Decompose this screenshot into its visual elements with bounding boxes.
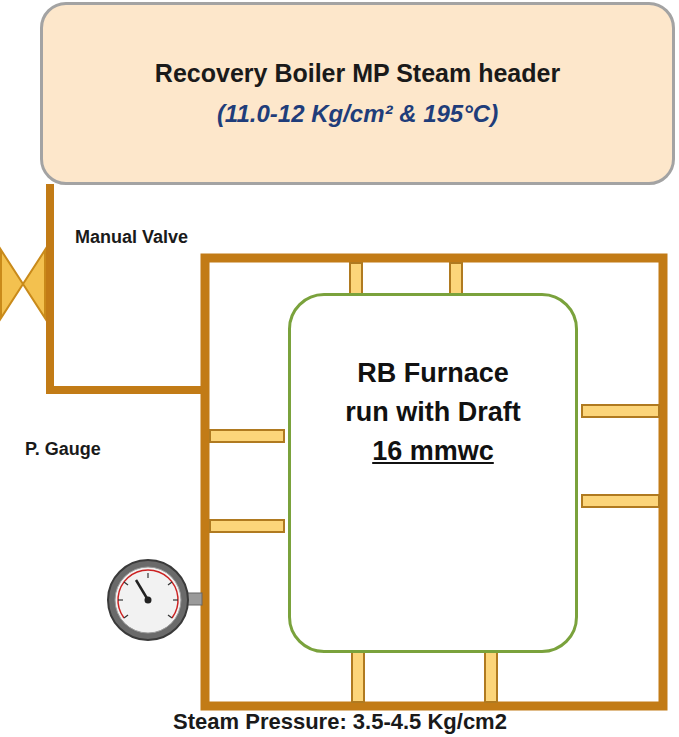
gauge-label: P. Gauge [25,440,101,458]
pressure-gauge [108,560,202,640]
valve-symbol [1,250,45,318]
text-wrap: RB Furnace run with Draft 16 mmwc [336,354,531,471]
node-text: (11.0-12 Kg/cm² & 195°C) [217,100,498,128]
furnace-box: RB Furnace run with Draft 16 mmwc [288,293,578,653]
supply-pipe [50,184,205,390]
steam-nozzles [210,263,659,702]
node-text: Recovery Boiler MP Steam header [155,59,560,88]
ring-pipe [205,258,663,706]
pressure-note: Steam Pressure: 3.5-4.5 Kg/cm2 [173,711,507,733]
node-text: RB Furnace run with Draft [345,358,521,427]
valve-label: Manual Valve [75,228,188,246]
steam-header-box: Recovery Boiler MP Steam header (11.0-12 … [40,2,675,185]
node-text: 16 mmwc [372,436,494,466]
